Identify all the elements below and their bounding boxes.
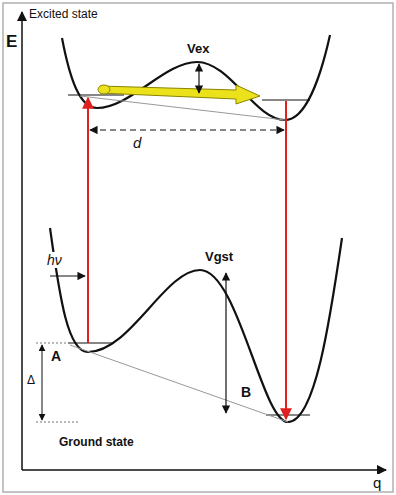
barrier-arrow <box>225 273 226 413</box>
energy-axis <box>21 12 23 470</box>
delta-arrow <box>42 345 43 420</box>
well-label: A <box>50 348 62 364</box>
guide-line <box>80 96 285 120</box>
state-label: Excited state <box>28 8 99 22</box>
guide-line <box>36 343 68 344</box>
photon-arrow <box>50 275 85 276</box>
barrier-arrow <box>198 64 199 93</box>
frame <box>3 3 393 492</box>
tunnelling-arrow <box>100 85 260 104</box>
axis-label: E <box>5 32 18 52</box>
delta-label: Δ <box>26 374 36 388</box>
coordinate-axis <box>22 469 386 471</box>
tunnelling-arrow <box>98 85 110 94</box>
ground-potential-curve <box>50 228 342 422</box>
guide-line <box>36 422 80 423</box>
emission-arrow <box>285 101 287 419</box>
distance-label: d <box>132 134 142 151</box>
photon-label: hν <box>46 252 63 268</box>
excitation-arrow <box>87 98 89 343</box>
axis-label: q <box>372 474 382 491</box>
barrier-label: Vgst <box>204 250 234 265</box>
guide-line <box>70 345 288 422</box>
state-label: Ground state <box>58 436 135 450</box>
well-label: B <box>240 384 252 400</box>
energy-level <box>262 99 310 100</box>
excited-potential-curve <box>62 35 330 120</box>
energy-level <box>68 94 124 95</box>
barrier-label: Vex <box>186 42 210 57</box>
distance-arrow <box>90 129 284 130</box>
energy-level <box>266 414 310 415</box>
energy-level <box>68 342 114 343</box>
